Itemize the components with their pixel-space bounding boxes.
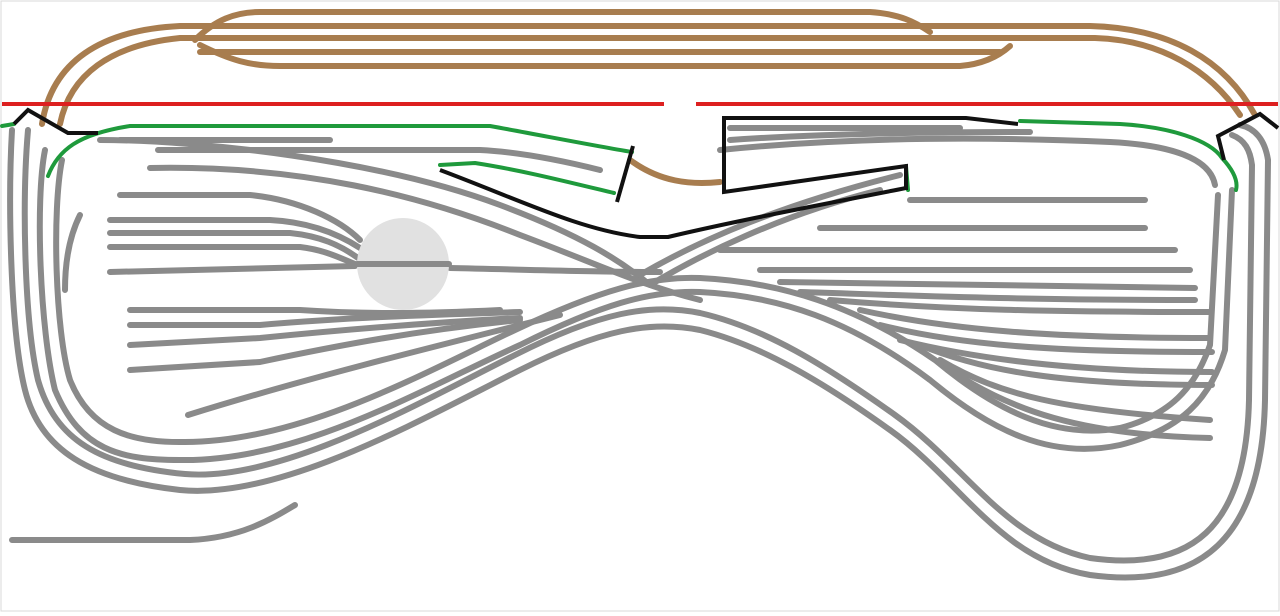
right-yard-8	[857, 307, 1213, 341]
backdrop-edges	[12, 107, 1280, 239]
left-fan-2	[127, 309, 523, 328]
staging-right	[1018, 119, 1239, 192]
upper-descent	[627, 157, 723, 186]
backdrop-center-box	[722, 116, 1019, 195]
left-yard-1	[117, 192, 363, 243]
right-yard-7	[827, 297, 1213, 315]
back-track-4	[727, 129, 1033, 143]
right-yard-12	[937, 357, 1213, 423]
staging-left-loop	[0, 122, 16, 128]
left-yard-2	[107, 217, 363, 251]
left-yard-5	[107, 263, 358, 275]
cross-diagonal-b	[717, 135, 1218, 188]
right-yard-11	[917, 342, 1215, 388]
left-yard-out	[447, 265, 663, 275]
upper-siding-top	[192, 9, 933, 43]
right-yard-9	[877, 322, 1215, 355]
right-yard-5	[777, 279, 1198, 291]
left-fan-5	[185, 312, 563, 418]
inner-loop-b	[53, 157, 1221, 446]
backdrop-right-corner	[1215, 111, 1280, 161]
left-yard-3	[107, 230, 361, 261]
left-yard-4	[107, 244, 358, 267]
cross-diagonal-a	[97, 137, 653, 288]
outer-loop-a	[7, 122, 1271, 581]
cross-diagonal-e	[637, 172, 903, 278]
right-yard-13	[947, 367, 1213, 441]
backdrop-center-divider	[615, 145, 635, 203]
right-yard	[717, 197, 1215, 441]
left-fan-3	[127, 315, 523, 348]
staging-center	[438, 161, 616, 195]
right-yard-6	[797, 289, 1198, 303]
inner-loop-a	[36, 147, 1235, 464]
upper-loop-outer	[57, 35, 1243, 127]
back-track-1	[155, 147, 603, 173]
outer-loop-b	[21, 127, 1255, 564]
lower-left-spur	[9, 502, 298, 543]
left-fan-4	[127, 317, 523, 373]
backdrop-center-curve	[439, 168, 907, 239]
back-tracks	[117, 125, 1033, 173]
cross-diagonal-c	[147, 164, 703, 303]
staging-left-curve	[46, 124, 634, 178]
upper-loop-inner	[39, 23, 1258, 127]
backdrop-left-corner	[12, 107, 98, 135]
upper-level-loop	[39, 9, 1258, 186]
lower-left-return	[62, 212, 83, 293]
upper-siding-lower	[197, 42, 1013, 69]
